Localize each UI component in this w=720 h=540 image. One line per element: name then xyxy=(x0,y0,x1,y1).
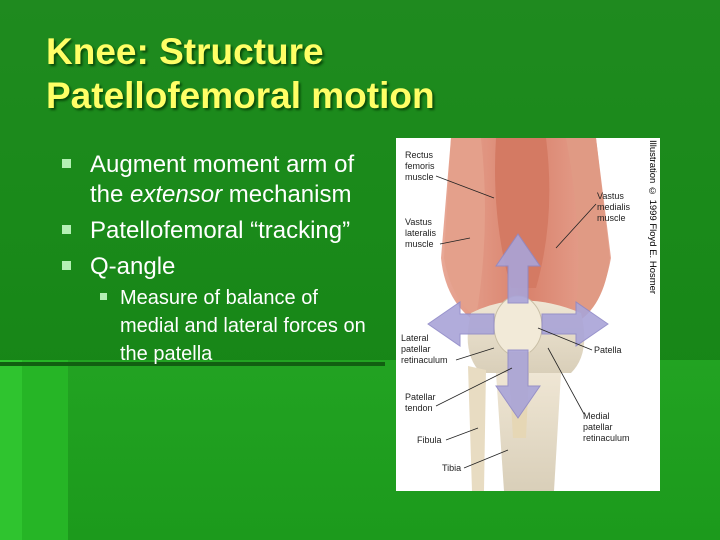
square-bullet-icon xyxy=(62,225,71,234)
credit-strip xyxy=(646,138,660,491)
background-left-bar-inner xyxy=(22,360,68,540)
bullet-text: Q-angle xyxy=(90,253,176,280)
credit-text: Illustration © 1999 Floyd E. Hosmer xyxy=(647,140,658,295)
patella-motion-arrows xyxy=(427,233,609,419)
bullet-item-moment-arm: Augment moment arm of the extensor mecha… xyxy=(62,150,382,210)
background-divider-line xyxy=(0,362,385,366)
sub-bullet-item-balance: Measure of balance of medial and lateral… xyxy=(62,284,382,368)
label-tibia: Tibia xyxy=(442,463,461,473)
title-line-2: Patellofemoral motion xyxy=(46,75,435,116)
sub-bullet-text: Measure of balance of medial and lateral… xyxy=(120,287,366,365)
bullet-text-emphasis: extensor xyxy=(130,181,223,208)
illustration-credit: Illustration © 1999 Floyd E. Hosmer xyxy=(646,138,660,491)
bullet-text-post: mechanism xyxy=(222,181,352,208)
bullet-item-q-angle: Q-angle xyxy=(62,252,382,282)
square-bullet-icon xyxy=(62,159,71,168)
label-patella: Patella xyxy=(594,345,622,355)
bullet-text: Patellofemoral “tracking” xyxy=(90,217,351,244)
title-line-1: Knee: Structure xyxy=(46,31,324,72)
square-bullet-icon xyxy=(100,293,107,300)
vastus-medialis-muscle xyxy=(566,138,610,324)
bullet-item-tracking: Patellofemoral “tracking” xyxy=(62,216,382,246)
slide-title: Knee: Structure Patellofemoral motion xyxy=(46,30,435,118)
label-fibula: Fibula xyxy=(417,435,442,445)
bullet-list: Augment moment arm of the extensor mecha… xyxy=(62,150,382,368)
bullet-text-pre: Augment moment arm of the xyxy=(90,151,355,208)
square-bullet-icon xyxy=(62,261,71,270)
